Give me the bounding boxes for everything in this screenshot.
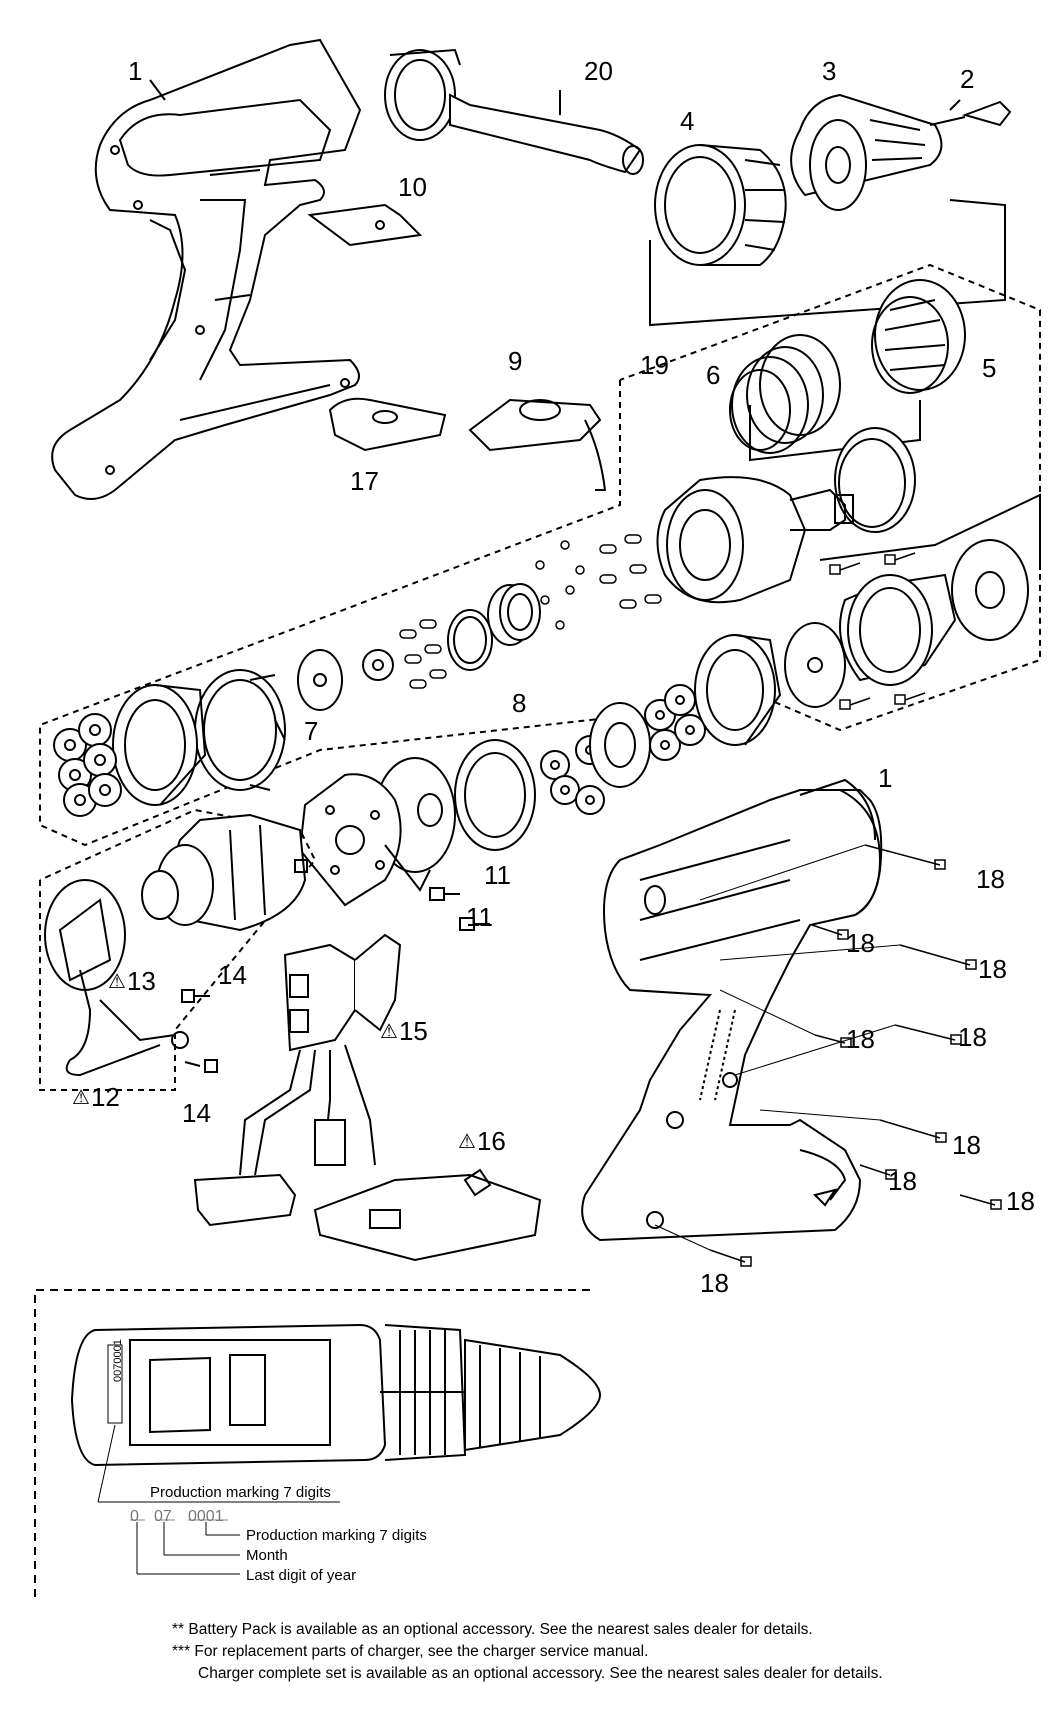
- trigger-switch: [239, 933, 402, 1176]
- legend-serial: Production marking 7 digits: [246, 1527, 427, 1544]
- marking-caption: Production marking 7 digits: [150, 1484, 331, 1501]
- sun-gear: [362, 649, 394, 681]
- code-serial-digits: 0001: [188, 1508, 224, 1525]
- part-label-18-h: 18: [1006, 1186, 1035, 1216]
- note-charger-manual: *** For replacement parts of charger, se…: [172, 1643, 649, 1660]
- gearbox-outline: [39, 263, 1041, 847]
- part-label-12: ⚠12: [72, 1082, 120, 1112]
- ring-gear-8: [454, 739, 536, 851]
- part-label-3: 3: [822, 56, 837, 86]
- brush-holder: [44, 879, 189, 1077]
- adjusting-nut: [871, 279, 966, 394]
- part-label-13: ⚠13: [108, 966, 156, 996]
- chuck-screw: [929, 99, 1012, 127]
- internal-gear-a: [112, 684, 207, 806]
- part-label-18-b: 18: [846, 928, 875, 958]
- marking-frame: [34, 1289, 590, 1602]
- part-label-11-a: 11: [484, 860, 511, 890]
- base-plate: [328, 397, 447, 452]
- note-battery-pack: ** Battery Pack is available as an optio…: [172, 1621, 813, 1638]
- speed-selector: [468, 398, 607, 491]
- screw-14-a: [181, 989, 210, 1003]
- washer-large: [951, 539, 1029, 641]
- part-label-4: 4: [680, 106, 695, 136]
- part-label-18-d: 18: [846, 1024, 875, 1054]
- chuck-ring: [654, 144, 787, 266]
- part-label-2: 2: [960, 64, 975, 94]
- planet-gears-right: [644, 684, 706, 761]
- part-label-18-e: 18: [958, 1022, 987, 1052]
- legend-month: Month: [246, 1547, 288, 1564]
- warning-icon: ⚠: [380, 1021, 398, 1043]
- part-label-5: 5: [982, 353, 997, 383]
- printed-serial-code: 0070001: [112, 1339, 124, 1382]
- part-label-18-c: 18: [978, 954, 1007, 984]
- planet-gears-left: [53, 713, 122, 817]
- lock-plate: [307, 203, 423, 247]
- gear-case: [656, 476, 854, 604]
- part-label-15: ⚠15: [380, 1016, 428, 1046]
- warning-icon: ⚠: [108, 971, 126, 993]
- carrier-gear: [589, 702, 651, 788]
- chuck-sleeve: [790, 93, 943, 211]
- sleeve: [487, 583, 541, 646]
- part-label-9: 9: [508, 346, 523, 376]
- part-label-19: 19: [640, 350, 669, 380]
- legend-year: Last digit of year: [246, 1567, 357, 1584]
- screw-11-a: [459, 917, 490, 931]
- code-month-digits: 07: [154, 1508, 172, 1525]
- screw-14-b: [184, 1059, 218, 1073]
- part-label-18-f: 18: [952, 1130, 981, 1160]
- marking-leaders: [97, 1424, 340, 1575]
- part-label-8: 8: [512, 688, 527, 718]
- clutch-plate: [784, 622, 846, 708]
- internal-gear-b: [694, 634, 782, 746]
- part-label-14-a: 14: [218, 960, 247, 990]
- part-label-16: ⚠16: [458, 1126, 506, 1156]
- part-label-20: 20: [584, 56, 613, 86]
- part-label-11-b: 11: [466, 902, 493, 932]
- gearbox-cover: [839, 573, 957, 686]
- motor: [141, 813, 308, 932]
- motor-outline: [39, 808, 317, 1091]
- part-label-18-a: 18: [976, 864, 1005, 894]
- part-label-10: 10: [398, 172, 427, 202]
- washer-ring: [834, 427, 916, 533]
- warning-icon: ⚠: [458, 1131, 476, 1153]
- part-label-18-i: 18: [700, 1268, 729, 1298]
- internal-gear-7: [194, 669, 286, 791]
- housing-right-half: [581, 778, 883, 1242]
- gearbox-screws: [829, 552, 926, 710]
- carrier-small: [297, 649, 343, 711]
- screw-11-b: [429, 887, 460, 901]
- part-label-1-right: 1: [878, 763, 893, 793]
- part-label-1-top: 1: [128, 56, 143, 86]
- side-handle: [384, 48, 644, 175]
- part-label-7: 7: [304, 716, 319, 746]
- controller-board: [313, 1168, 542, 1262]
- steel-pins: [399, 534, 662, 689]
- battery-terminal: [193, 1173, 297, 1227]
- part-label-14-b: 14: [182, 1098, 211, 1128]
- drill-top-view: [70, 1323, 602, 1467]
- motor-plate: [298, 773, 402, 907]
- part-label-18-g: 18: [888, 1166, 917, 1196]
- connector: [314, 1119, 346, 1166]
- screw-leaders: [654, 844, 901, 1251]
- part-label-17: 17: [350, 466, 379, 496]
- part-label-6: 6: [706, 360, 721, 390]
- housing-left-half: [51, 38, 362, 500]
- housing-screws: [709, 844, 1002, 1267]
- note-charger-set: Charger complete set is available as an …: [198, 1665, 883, 1682]
- warning-icon: ⚠: [72, 1087, 90, 1109]
- code-year-digit: 0: [130, 1508, 139, 1525]
- clutch-spring: [729, 334, 841, 454]
